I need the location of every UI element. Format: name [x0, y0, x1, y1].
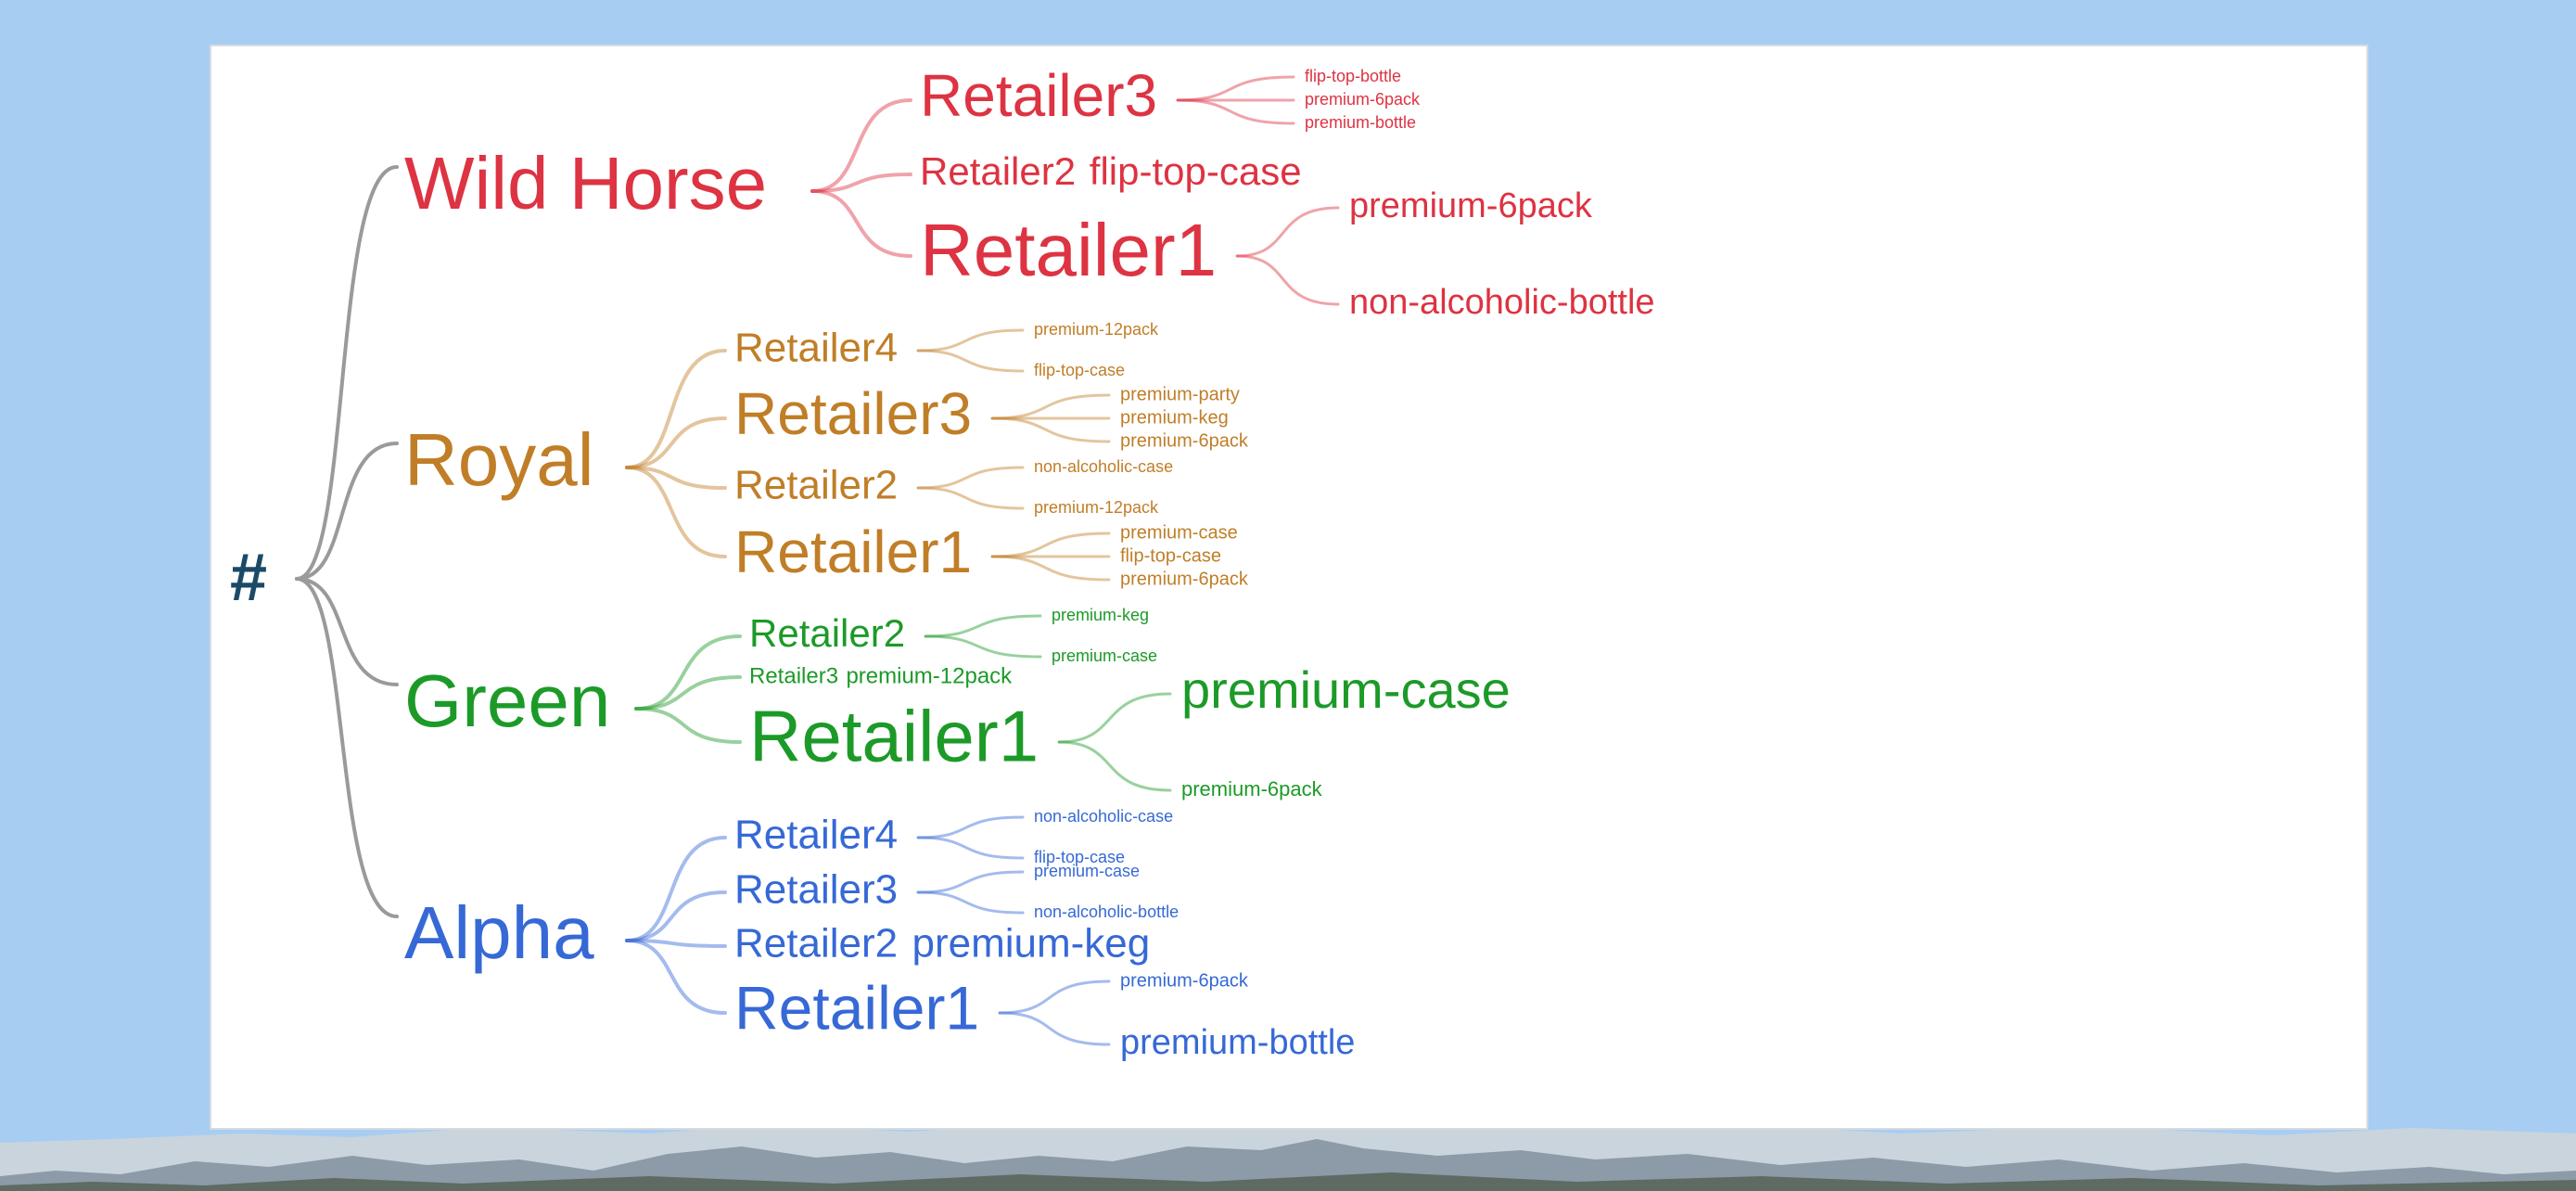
connector-root-green	[295, 577, 399, 686]
connector-alpha-retailer1	[625, 939, 727, 1015]
brand-green: Green	[404, 660, 610, 742]
connector-alpha-retailer4-p0	[916, 815, 1025, 839]
mountain-silhouette-near	[0, 1172, 2576, 1191]
retailer-royal-retailer3: Retailer3	[734, 380, 972, 447]
root-label: #	[230, 541, 267, 615]
product-alpha-retailer3-0: premium-case	[1034, 862, 1140, 880]
product-royal-retailer4-1: flip-top-case	[1034, 361, 1125, 379]
connector-royal-retailer3-p2	[990, 416, 1111, 443]
product-green-retailer1-0: premium-case	[1181, 660, 1511, 719]
connector-royal-retailer2-p0	[916, 466, 1025, 490]
connector-royal-retailer1	[625, 466, 727, 558]
product-wild-horse-retailer3-0: flip-top-bottle	[1305, 67, 1401, 85]
connector-royal-retailer1-p0	[990, 531, 1111, 558]
connector-wild-horse-retailer3-p0	[1176, 75, 1295, 102]
product-alpha-retailer4-1: flip-top-case	[1034, 848, 1125, 866]
connector-alpha-retailer3-p0	[916, 870, 1025, 894]
retailer-alpha-retailer4: Retailer4	[734, 813, 898, 858]
connector-green-retailer3	[634, 675, 742, 711]
connector-royal-retailer2	[625, 466, 727, 490]
product-alpha-retailer4-0: non-alcoholic-case	[1034, 807, 1173, 826]
connector-royal-retailer3	[625, 416, 727, 469]
product-alpha-retailer1-1: premium-bottle	[1120, 1023, 1355, 1062]
brand-royal: Royal	[404, 418, 594, 501]
connector-alpha-retailer3-p1	[916, 890, 1025, 915]
product-green-retailer2-0: premium-keg	[1052, 606, 1149, 624]
retailer-royal-retailer4: Retailer4	[734, 326, 898, 371]
product-royal-retailer1-1: flip-top-case	[1120, 545, 1221, 566]
retailer-green-retailer3: Retailer3	[749, 663, 838, 688]
connector-green-retailer1-p1	[1057, 740, 1172, 792]
connector-root-alpha	[295, 577, 399, 918]
connector-alpha-retailer1-p0	[998, 980, 1111, 1015]
connector-green-retailer1-p0	[1057, 692, 1172, 744]
connector-root-royal	[295, 442, 399, 581]
connector-royal-retailer4-p1	[916, 349, 1025, 373]
brand-alpha: Alpha	[404, 891, 594, 974]
connector-green-retailer2-p0	[924, 614, 1042, 638]
retailer-wild-horse-retailer3: Retailer3	[920, 62, 1157, 129]
retailer-wild-horse-retailer1: Retailer1	[920, 209, 1217, 291]
retailer-green-retailer1: Retailer1	[749, 696, 1039, 777]
product-green-retailer2-1: premium-case	[1052, 647, 1157, 665]
connector-root-wild-horse	[295, 165, 399, 581]
connector-alpha-retailer3	[625, 890, 727, 942]
connector-wild-horse-retailer3-p2	[1176, 98, 1295, 125]
retailer-alpha-retailer2: Retailer2	[734, 921, 898, 967]
product-alpha-retailer1-0: premium-6pack	[1120, 970, 1249, 991]
connector-wild-horse-retailer3	[810, 98, 912, 193]
connector-royal-retailer3-p0	[990, 393, 1111, 420]
product-alpha-retailer2-0: premium-keg	[912, 921, 1150, 967]
retailer-royal-retailer2: Retailer2	[734, 463, 898, 508]
retailer-green-retailer2: Retailer2	[749, 611, 905, 655]
product-royal-retailer2-1: premium-12pack	[1034, 498, 1159, 517]
product-green-retailer1-1: premium-6pack	[1181, 777, 1323, 800]
connector-alpha-retailer2	[625, 939, 727, 948]
connector-wild-horse-retailer1-p0	[1235, 206, 1340, 258]
connector-wild-horse-retailer2	[810, 173, 912, 193]
product-wild-horse-retailer1-0: premium-6pack	[1349, 186, 1593, 225]
connector-alpha-retailer4	[625, 836, 727, 942]
connector-green-retailer2-p1	[924, 634, 1042, 659]
mindmap-panel	[210, 45, 2368, 1130]
product-royal-retailer3-2: premium-6pack	[1120, 430, 1249, 451]
connector-green-retailer1	[634, 707, 742, 744]
product-royal-retailer2-0: non-alcoholic-case	[1034, 457, 1173, 476]
brand-wild-horse: Wild Horse	[404, 142, 767, 224]
connector-royal-retailer2-p1	[916, 486, 1025, 510]
retailer-royal-retailer1: Retailer1	[734, 519, 972, 585]
product-green-retailer3-0: premium-12pack	[846, 663, 1013, 688]
product-royal-retailer3-0: premium-party	[1120, 384, 1240, 404]
retailer-wild-horse-retailer2: Retailer2	[920, 149, 1076, 193]
product-royal-retailer1-0: premium-case	[1120, 522, 1238, 543]
product-wild-horse-retailer1-1: non-alcoholic-bottle	[1349, 283, 1655, 322]
retailer-alpha-retailer1: Retailer1	[734, 973, 979, 1042]
connector-wild-horse-retailer1-p1	[1235, 254, 1340, 306]
connector-royal-retailer4-p0	[916, 328, 1025, 352]
product-wild-horse-retailer3-2: premium-bottle	[1305, 113, 1416, 132]
product-royal-retailer1-2: premium-6pack	[1120, 569, 1249, 589]
connector-royal-retailer1-p2	[990, 555, 1111, 582]
connector-alpha-retailer4-p1	[916, 836, 1025, 860]
product-wild-horse-retailer3-1: premium-6pack	[1305, 90, 1421, 109]
product-wild-horse-retailer2-0: flip-top-case	[1090, 149, 1302, 193]
connector-royal-retailer4	[625, 349, 727, 469]
connector-green-retailer2	[634, 634, 742, 711]
connector-wild-horse-retailer1	[810, 189, 912, 258]
product-alpha-retailer3-1: non-alcoholic-bottle	[1034, 903, 1179, 921]
connector-alpha-retailer1-p1	[998, 1011, 1111, 1046]
product-royal-retailer4-0: premium-12pack	[1034, 320, 1159, 339]
product-royal-retailer3-1: premium-keg	[1120, 407, 1229, 428]
retailer-alpha-retailer3: Retailer3	[734, 867, 898, 913]
